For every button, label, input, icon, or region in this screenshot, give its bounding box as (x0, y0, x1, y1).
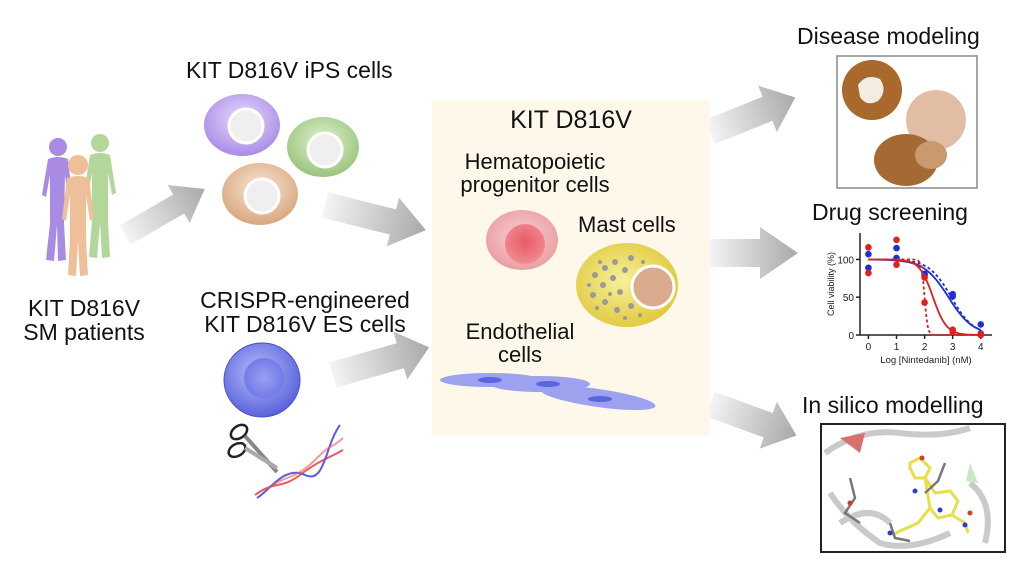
endothelial-label-line2: cells (497, 342, 542, 367)
endothelial-label-line1: Endothelial (465, 319, 575, 344)
disease-modeling-image (836, 55, 978, 189)
dna-helix-icon (254, 424, 344, 499)
patients-label-line1: KIT D816V (27, 295, 141, 321)
y-axis-label: Cell viability (%) (826, 252, 836, 316)
arrow-to-drug (710, 227, 798, 279)
red-points-point (865, 269, 872, 277)
y-tick-label: 0 (848, 331, 854, 342)
x-tick-label: 2 (922, 342, 928, 353)
patients-label-line2: SM patients (23, 319, 145, 345)
red-helix (840, 433, 865, 453)
stained-cell-2 (906, 90, 966, 150)
blue-points-point (865, 250, 872, 258)
center-title: KIT D816V (510, 106, 632, 134)
x-axis-label: Log [Nintedanib] (nM) (880, 355, 971, 366)
blue-points-point (865, 264, 872, 272)
patients-label: KIT D816V SM patients (14, 296, 154, 344)
mast-cells-label: Mast cells (578, 212, 676, 237)
blue-points-point (977, 321, 985, 328)
in-silico-image (820, 423, 1006, 553)
stained-cell-3 (874, 134, 947, 186)
ips-cell-purple (204, 94, 280, 156)
hpc-cell (486, 210, 558, 270)
red-fit-dashed-curve (868, 258, 981, 336)
hpc-label: Hematopoietic progenitor cells (440, 150, 630, 196)
x-tick-label: 4 (978, 342, 984, 353)
y-tick-label: 50 (843, 293, 855, 304)
patient-green-figure (84, 134, 116, 258)
patient-purple-figure (42, 138, 72, 261)
patient-peach-figure (62, 155, 94, 276)
x-tick-label: 1 (894, 342, 900, 353)
arrow-ips-to-center (321, 192, 426, 247)
arrow-to-silico (705, 391, 797, 449)
ips-title: KIT D816V iPS cells (186, 57, 393, 83)
disease-modeling-title: Disease modeling (797, 23, 980, 49)
arrow-es-to-center (329, 331, 430, 388)
red-points-point (893, 236, 900, 244)
crispr-scissors-dna-icon (227, 423, 344, 499)
mast-cell (576, 243, 678, 327)
endothelial-label: Endothelial cells (445, 320, 595, 366)
red-points-point (921, 299, 928, 306)
blue-points-point (893, 244, 900, 252)
ips-cell-peach (222, 163, 298, 225)
arrow-patients-to-ips (119, 184, 205, 245)
hpc-label-line1: Hematopoietic (464, 149, 606, 174)
x-tick-label: 3 (950, 342, 956, 353)
arrow-to-disease (705, 85, 796, 145)
in-silico-title: In silico modelling (802, 392, 984, 418)
mast-cell-granules (587, 255, 645, 320)
red-points-point (893, 261, 900, 269)
stained-cell-1 (842, 60, 902, 120)
ips-cells (204, 94, 359, 225)
ips-cell-green (287, 117, 359, 177)
patients-figures (42, 134, 116, 276)
red-points-point (865, 244, 872, 251)
es-label-line1: CRISPR-engineered (200, 287, 410, 313)
es-label-line2: KIT D816V ES cells (204, 311, 406, 337)
hpc-label-line2: progenitor cells (460, 172, 610, 197)
y-tick-label: 100 (837, 255, 854, 266)
x-tick-label: 0 (866, 342, 872, 353)
endothelial-cells (440, 373, 656, 411)
es-cell (223, 342, 301, 418)
scissors-icon (227, 423, 279, 474)
es-label: CRISPR-engineered KIT D816V ES cells (170, 288, 440, 336)
drug-screening-title: Drug screening (812, 199, 968, 225)
green-strand (966, 463, 978, 483)
